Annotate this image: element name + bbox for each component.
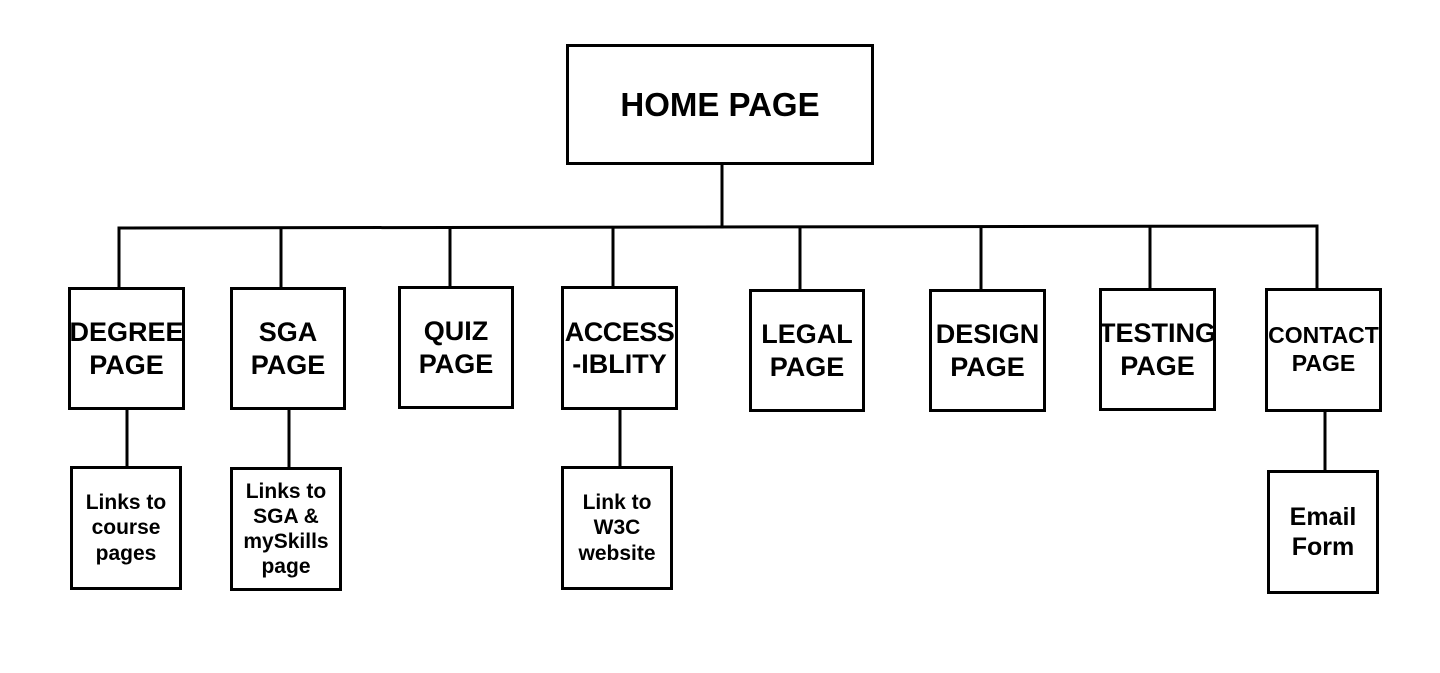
accessibility-page-label-line2: -IBLITY: [572, 349, 667, 379]
links-to-course-pages-line3: pages: [95, 541, 157, 565]
home-page-node: HOME PAGE: [566, 44, 874, 165]
email-form-line2: Form: [1291, 533, 1355, 561]
legal-page-label-line2: PAGE: [769, 351, 845, 382]
contact-page-label-line1: CONTACT: [1268, 322, 1379, 349]
design-page-node: DESIGN PAGE: [929, 289, 1046, 412]
links-to-course-pages-line1: Links to: [85, 491, 167, 515]
degree-page-label-line1: DEGREE: [69, 317, 184, 348]
legal-page-label-line1: LEGAL: [761, 319, 853, 350]
links-to-sga-myskills-line4: page: [261, 555, 311, 579]
design-page-label-line1: DESIGN: [935, 319, 1040, 350]
sga-page-label-line1: SGA: [258, 317, 318, 348]
design-page-label-line2: PAGE: [950, 351, 1025, 382]
links-to-course-pages-line2: course: [91, 516, 161, 540]
testing-page-label-line1: TESTING: [1099, 318, 1217, 349]
links-to-sga-myskills-line1: Links to: [245, 479, 327, 503]
contact-page-label-line2: PAGE: [1291, 350, 1356, 376]
accessibility-page-label-line1: ACCESS: [564, 316, 675, 347]
level1-bus: [117, 224, 1319, 230]
quiz-page-node: QUIZ PAGE: [398, 286, 514, 409]
contact-page-node: CONTACT PAGE: [1265, 288, 1382, 412]
legal-page-node: LEGAL PAGE: [749, 289, 865, 412]
link-to-w3c-website-line1: Link to: [582, 491, 652, 515]
sga-page-label-line2: PAGE: [250, 349, 326, 380]
degree-page-label-line2: PAGE: [89, 349, 164, 380]
sga-page-node: SGA PAGE: [230, 287, 346, 410]
link-to-w3c-website-line3: website: [578, 541, 656, 565]
link-to-w3c-website-node: Link to W3C website: [561, 466, 673, 590]
accessibility-page-node: ACCESS -IBLITY: [561, 286, 678, 410]
email-form-line1: Email: [1289, 503, 1357, 531]
quiz-page-label-line1: QUIZ: [423, 316, 489, 347]
links-to-sga-myskills-line2: SGA &: [253, 504, 319, 528]
testing-page-label-line2: PAGE: [1120, 350, 1195, 381]
testing-page-node: TESTING PAGE: [1099, 288, 1216, 411]
degree-page-node: DEGREE PAGE: [68, 287, 185, 410]
links-to-sga-myskills-line3: mySkills: [243, 530, 329, 553]
home-page-label: HOME PAGE: [620, 85, 820, 123]
links-to-course-pages-node: Links to course pages: [70, 466, 182, 590]
email-form-node: Email Form: [1267, 470, 1379, 594]
quiz-page-label-line2: PAGE: [418, 348, 494, 379]
link-to-w3c-website-line2: W3C: [593, 516, 641, 540]
links-to-sga-myskills-node: Links to SGA & mySkills page: [230, 467, 342, 591]
